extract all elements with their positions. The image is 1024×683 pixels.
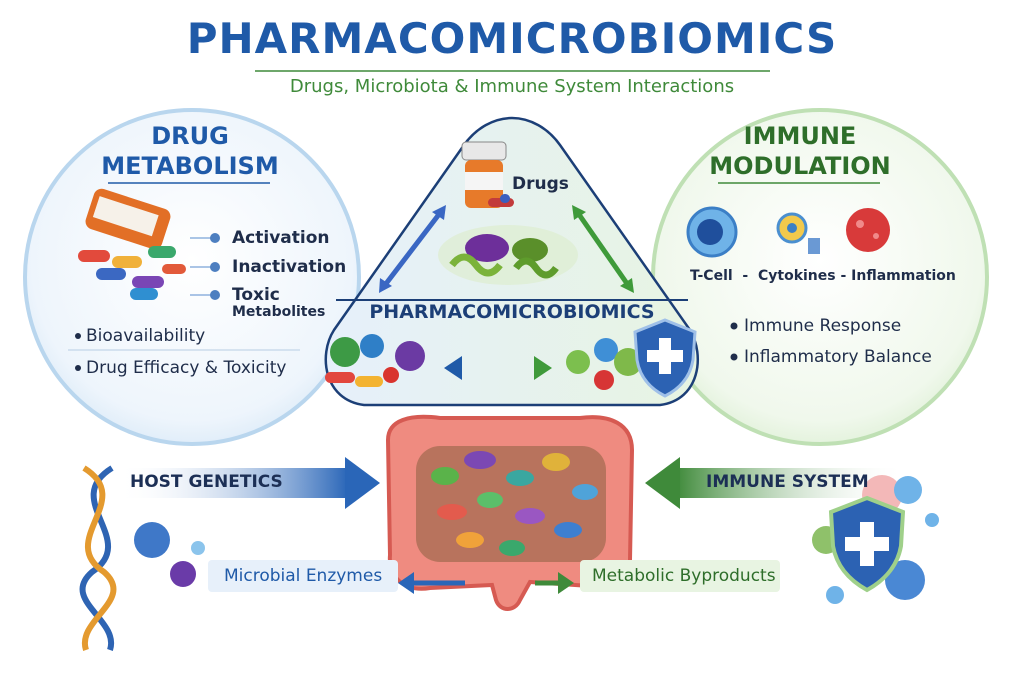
pathway-toxic: Toxic [232, 285, 280, 305]
microbiota-cluster-icon [438, 225, 578, 285]
drug-metabolism-title-line1: DRUG [151, 122, 229, 150]
bullet-drug-efficacy: Drug Efficacy & Toxicity [86, 358, 287, 378]
pathway-inactivation: Inactivation [232, 257, 347, 277]
spilled-pills-icon [78, 188, 186, 300]
host-genetics-label: HOST GENETICS [130, 472, 283, 492]
host-genetics-arrow [118, 457, 380, 509]
dna-helix-icon [79, 465, 205, 651]
microbial-enzymes-arrow [208, 560, 465, 594]
drugs-label: Drugs [512, 174, 569, 194]
cells-label: T-Cell - Cytokines - Inflammation [690, 268, 956, 284]
pill-bottle-icon [461, 141, 514, 208]
bullet-inflammatory-balance: Inflammatory Balance [744, 347, 932, 367]
pathway-metabolites: Metabolites [232, 304, 326, 320]
center-title: PHARMACOMICROBIOMICS [369, 301, 655, 323]
intestine-icon [385, 414, 635, 611]
page-subtitle: Drugs, Microbiota & Immune System Intera… [289, 76, 735, 97]
immune-modulation-title-line1: IMMUNE [743, 122, 857, 150]
drug-metabolism-title-line2: METABOLISM [101, 152, 279, 180]
metabolic-byproducts-label: Metabolic Byproducts [592, 566, 776, 586]
blue-double-arrow [379, 205, 446, 293]
bullet-immune-response: Immune Response [744, 316, 902, 336]
inflammation-cell-icon [846, 208, 890, 252]
immune-modulation-title-line2: MODULATION [709, 152, 891, 180]
microbial-enzymes-label: Microbial Enzymes [224, 566, 383, 586]
t-cell-icon [686, 206, 738, 258]
pathway-bullets [190, 233, 220, 300]
pathway-activation: Activation [232, 228, 330, 248]
bullet-bioavailability: Bioavailability [86, 326, 206, 346]
immune-shield-icon [828, 495, 906, 593]
left-bullets [75, 333, 81, 371]
center-double-arrow [444, 356, 552, 380]
green-double-arrow [572, 205, 634, 293]
metabolic-byproducts-arrow [535, 560, 780, 594]
center-shield-icon [633, 318, 697, 398]
immune-cells-icon [566, 338, 642, 390]
page-title: PHARMACOMICROBIOMICS [186, 14, 838, 63]
right-bullets [730, 322, 738, 361]
immune-system-label: IMMUNE SYSTEM [706, 472, 869, 492]
cytokines-icon [776, 212, 820, 254]
microbes-and-pills-icon [325, 334, 425, 387]
